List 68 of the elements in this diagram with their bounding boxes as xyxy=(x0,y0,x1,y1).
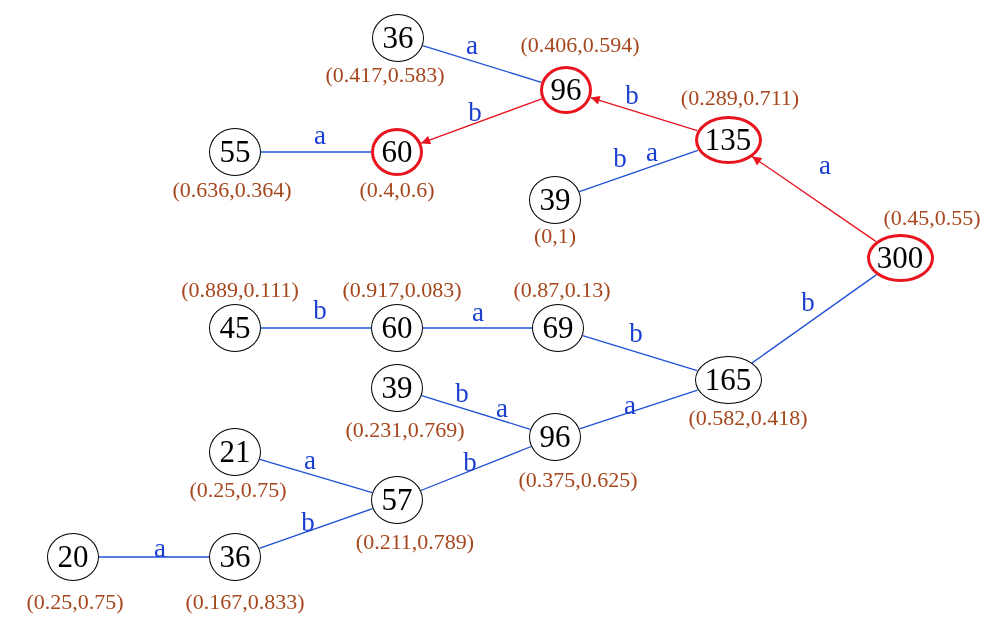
node-circle: 36 xyxy=(209,533,261,581)
connector-line xyxy=(578,149,699,193)
connector-line xyxy=(259,458,373,494)
probability-label: (0.25,0.75) xyxy=(26,589,124,615)
node-circle: 96 xyxy=(529,413,581,461)
connector-line xyxy=(582,334,698,372)
node-circle: 21 xyxy=(209,428,261,476)
node-circle: 39 xyxy=(371,364,423,412)
edge-label: b xyxy=(313,296,327,324)
edge-label: b xyxy=(629,319,643,347)
probability-label: (0.889,0.111) xyxy=(181,277,299,303)
probability-label: (0.25,0.75) xyxy=(189,477,287,503)
node-circle: 20 xyxy=(47,533,99,581)
node-circle: 300 xyxy=(866,234,934,282)
node-circle: 55 xyxy=(209,128,261,176)
probability-label: (0.45,0.55) xyxy=(883,205,981,231)
probability-label: (0.375,0.625) xyxy=(518,467,638,493)
probability-label: (0.917,0.083) xyxy=(342,277,462,303)
connector-line xyxy=(422,327,533,329)
node-circle: 36 xyxy=(372,14,424,62)
edge-label: a xyxy=(646,138,658,166)
arrow xyxy=(590,95,698,132)
edge-label: a xyxy=(154,534,166,562)
node-circle: 57 xyxy=(371,476,423,524)
probability-label: (0.4,0.6) xyxy=(359,177,435,203)
connector-line xyxy=(421,395,531,430)
edge-label: b xyxy=(463,448,477,476)
connector-line xyxy=(98,556,210,558)
edge-label: a xyxy=(304,446,316,474)
probability-label: (0.582,0.418) xyxy=(688,405,808,431)
connector-line xyxy=(420,445,532,492)
node-circle: 39 xyxy=(529,176,581,224)
node-circle: 69 xyxy=(532,304,584,352)
arrow xyxy=(420,98,543,145)
edge-label: b xyxy=(625,81,639,109)
edge-label: a xyxy=(496,394,508,422)
probability-label: (0.406,0.594) xyxy=(520,32,640,58)
connector-line xyxy=(422,45,542,84)
probability-label: (0,1) xyxy=(533,223,577,249)
node-circle: 96 xyxy=(540,66,592,114)
node-circle: 165 xyxy=(694,356,762,404)
probability-label: (0.87,0.13) xyxy=(513,277,611,303)
probability-label: (0.211,0.789) xyxy=(355,529,475,555)
connector-line xyxy=(260,327,372,329)
node-circle: 135 xyxy=(694,116,762,164)
edge-label: a xyxy=(466,31,478,59)
node-circle: 45 xyxy=(209,304,261,352)
connector-line xyxy=(751,274,877,364)
edge-label: b xyxy=(468,98,482,126)
branch-label: b xyxy=(455,379,469,407)
probability-label: (0.167,0.833) xyxy=(185,589,305,615)
probability-label: (0.417,0.583) xyxy=(325,62,445,88)
edge-label: b xyxy=(801,288,815,316)
connector-line xyxy=(260,151,372,153)
connector-line xyxy=(578,389,699,430)
node-circle: 60 xyxy=(371,128,423,176)
branch-label: b xyxy=(613,144,627,172)
connector-line xyxy=(258,507,374,550)
arrow xyxy=(751,155,877,243)
probability-label: (0.636,0.364) xyxy=(172,177,292,203)
probability-label: (0.231,0.769) xyxy=(345,417,465,443)
edge-label: a xyxy=(314,121,326,149)
edge-label: b xyxy=(301,508,315,536)
probability-label: (0.289,0.711) xyxy=(680,85,800,111)
edge-label: a xyxy=(819,151,831,179)
edge-label: a xyxy=(472,298,484,326)
node-circle: 60 xyxy=(371,304,423,352)
edge-label: a xyxy=(624,391,636,419)
